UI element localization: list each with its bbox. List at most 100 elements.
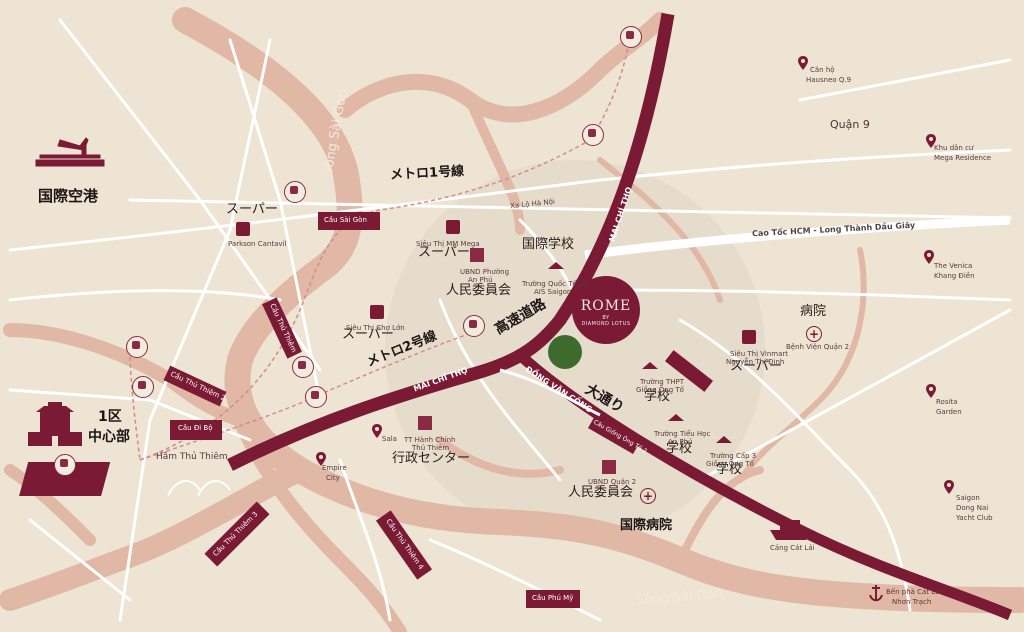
location-pin-icon[interactable]	[798, 56, 808, 70]
poi-ubnd-an-phu-2: An Phú	[468, 276, 493, 284]
poi-sala: Sala	[382, 435, 397, 443]
supermarket-label-4: スーパー	[730, 359, 782, 374]
rome-project-badge[interactable]: ROME BY DIAMOND LOTUS	[572, 276, 640, 344]
expressway-cao-toc	[584, 215, 1011, 260]
poi-tieu-hoc-2: An Phú	[668, 438, 693, 446]
school-cap-icon[interactable]	[642, 362, 658, 369]
project-site-dot[interactable]	[548, 335, 582, 369]
admin-center-label: 行政センター	[392, 451, 471, 466]
poi-venica: The Venica	[934, 262, 973, 270]
bridge-cau-sai-gon: Cầu Sài Gòn	[318, 212, 380, 230]
poi-rosita: Rosita	[936, 398, 958, 406]
location-pin-icon[interactable]	[372, 424, 382, 438]
rome-by: BY	[602, 315, 610, 321]
bridge-phu-my: Cầu Phú Mỹ	[526, 590, 580, 608]
poi-saigon-yacht: Saigon	[956, 494, 980, 502]
building-icon[interactable]	[470, 248, 484, 262]
committee-label-2: 人民委員会	[568, 485, 634, 500]
ham-thu-thiem-tunnel	[19, 462, 111, 496]
poi-thpt-2: Giồng Ông Tố	[636, 386, 684, 394]
hospital-label: 病院	[800, 304, 827, 319]
poi-tt-hanh-chinh-2: Thủ Thiêm	[412, 444, 450, 452]
hospital-cross-icon[interactable]: +	[640, 488, 656, 504]
poi-ben-pha-2: Nhơn Trạch	[892, 598, 932, 606]
location-pin-icon[interactable]	[926, 134, 936, 148]
shopping-bag-icon[interactable]	[370, 305, 384, 319]
metro-station-icon[interactable]	[305, 386, 327, 408]
shopping-bag-icon[interactable]	[446, 220, 460, 234]
metro-station-icon[interactable]	[463, 315, 485, 337]
airport-label: 国際空港	[38, 187, 99, 205]
poi-rosita-2: Garden	[936, 408, 962, 416]
poi-ben-pha: Bến phà Cát Lái	[886, 588, 942, 596]
school-label-1: 学校	[644, 389, 671, 404]
poi-saigon-yacht-3: Yacht Club	[956, 514, 993, 522]
rome-subtitle: DIAMOND LOTUS	[581, 321, 631, 327]
hospital-cross-icon[interactable]: +	[806, 326, 822, 342]
poi-empire: Empire	[322, 464, 347, 472]
location-pin-icon[interactable]	[316, 452, 326, 466]
river-main	[172, 7, 1024, 613]
poi-vinmart-2: Nguyễn Thị Định	[726, 358, 785, 366]
supermarket-label-1: スーパー	[226, 202, 278, 217]
location-pin-icon[interactable]	[924, 250, 934, 264]
airport-icon	[35, 137, 105, 167]
district-9-label: Quận 9	[830, 118, 870, 131]
district-1-label: 1区	[98, 409, 122, 425]
metro-station-icon[interactable]	[126, 336, 148, 358]
poi-benh-vien: Bệnh Viện Quận 2	[786, 343, 850, 351]
poi-cap3-2: Giồng Ông Tố	[706, 460, 754, 468]
poi-ubnd-an-phu: UBND Phường	[460, 268, 510, 276]
poi-parkson: Parkson Cantavil	[228, 240, 287, 248]
school-label-2: 学校	[666, 441, 693, 456]
road-label-ham-thu-thiem: Hầm Thủ Thiêm	[156, 452, 228, 462]
river-layer	[0, 7, 1024, 632]
district-1-center-label: 中心部	[88, 429, 130, 445]
district-1-building-icon	[28, 402, 82, 446]
metro-station-icon[interactable]	[54, 454, 76, 476]
rome-title: ROME	[580, 298, 632, 314]
committee-label-1: 人民委員会	[446, 283, 512, 298]
poi-ais-2: AIS Saigon	[534, 288, 572, 296]
supermarket-label-2: スーパー	[418, 245, 470, 260]
poi-cap3: Trường Cấp 3	[710, 452, 757, 460]
poi-saigon-yacht-2: Dong Nai	[956, 504, 989, 512]
metro-station-icon[interactable]	[582, 124, 604, 146]
metro-1-label: メトロ1号線	[389, 164, 465, 183]
poi-tt-hanh-chinh: TT Hành Chính	[404, 436, 456, 444]
poi-mm-mega: Siêu Thị MM Mega	[416, 240, 480, 248]
poi-venica-2: Khang Điền	[934, 272, 975, 280]
poi-ubnd-q2: UBND Quận 2	[588, 478, 637, 486]
bridge-di-bo: Cầu Đi Bộ	[170, 420, 222, 440]
poi-tieu-hoc: Trường Tiểu Học	[654, 430, 711, 438]
poi-empire-2: City	[326, 474, 340, 482]
poi-ais: Trường Quốc Tế Úc	[522, 280, 589, 288]
metro-station-icon[interactable]	[620, 26, 642, 48]
school-cap-icon[interactable]	[668, 414, 684, 421]
bridge-label: Cầu Đi Bộ	[178, 424, 213, 432]
shopping-bag-icon[interactable]	[236, 222, 250, 236]
building-icon[interactable]	[418, 416, 432, 430]
poi-khu-dan-cu: Khu dân cư	[934, 144, 974, 152]
location-pin-icon[interactable]	[944, 480, 954, 494]
school-cap-icon[interactable]	[716, 436, 732, 443]
poi-co-op: Siêu Thị Chợ Lớn	[346, 324, 405, 332]
intl-school-label: 国際学校	[522, 237, 575, 252]
poi-vinmart: Siêu Thị Vinmart	[730, 350, 788, 358]
location-pin-icon[interactable]	[926, 384, 936, 398]
metro-station-icon[interactable]	[284, 181, 306, 203]
supermarket-label-3: スーパー	[342, 327, 394, 342]
metro-station-icon[interactable]	[132, 376, 154, 398]
school-cap-icon[interactable]	[548, 262, 564, 269]
building-icon[interactable]	[602, 460, 616, 474]
metro-station-icon[interactable]	[292, 356, 314, 378]
poi-cang-cat-lai: Cảng Cát Lái	[770, 544, 815, 552]
bridge-label: Cầu Sài Gòn	[324, 216, 367, 224]
shopping-bag-icon[interactable]	[742, 330, 756, 344]
mai-chi-tho-road	[227, 12, 675, 471]
bridge-label: Cầu Phú Mỹ	[532, 594, 574, 602]
poi-thpt: Trường THPT	[640, 378, 684, 386]
poi-can-ho: Căn hộ	[810, 66, 835, 74]
